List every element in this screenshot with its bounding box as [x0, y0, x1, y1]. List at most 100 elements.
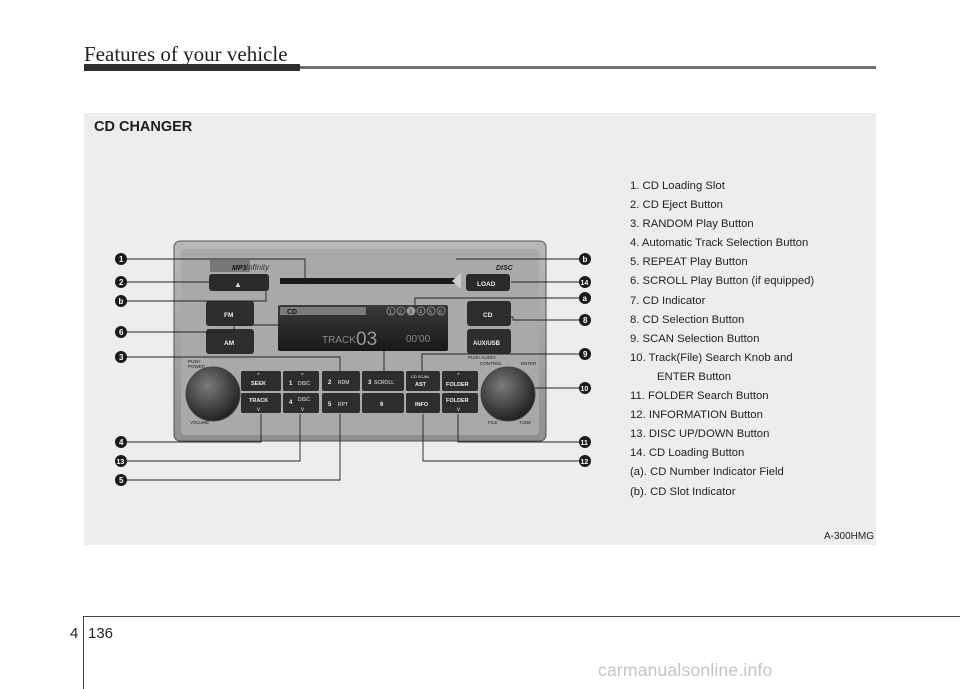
display-screen — [278, 305, 448, 351]
legend-item: 3. RANDOM Play Button — [630, 218, 754, 231]
callout-8 — [579, 314, 591, 326]
am-button[interactable] — [206, 329, 254, 354]
cd-changer-diagram: MP3 Infinity DISC ▲ LOAD FM AM CD AUX/US… — [115, 240, 591, 486]
legend-item: 13. DISC UP/DOWN Button — [630, 428, 770, 441]
fm-button[interactable] — [206, 301, 254, 326]
callout-3 — [115, 351, 127, 363]
info-label: INFO — [415, 402, 429, 408]
svg-text:6: 6 — [119, 328, 124, 337]
preset-6-label: 6 — [380, 402, 384, 408]
cd-loading-slot[interactable] — [280, 278, 456, 284]
legend-item: 14. CD Loading Button — [630, 447, 745, 460]
header-rule — [84, 64, 876, 71]
legend-item: 7. CD Indicator — [630, 294, 706, 307]
callout-10 — [579, 382, 591, 394]
callout-12 — [579, 455, 591, 467]
callout-13 — [115, 455, 127, 467]
power-label: POWER — [188, 364, 206, 369]
brand-logo: Infinity — [246, 263, 270, 272]
aux-usb-label: AUX/USB — [473, 341, 501, 347]
page-number: 136 — [88, 625, 114, 642]
aux-usb-button[interactable] — [467, 329, 511, 354]
callout-6 — [115, 326, 127, 338]
callout-11 — [579, 436, 591, 448]
folder-up-icon: ^ — [457, 373, 460, 379]
folder-up-label: FOLDER — [446, 382, 469, 388]
callouts: 1 2 b 6 3 4 13 5 b 14 a 8 9 — [115, 253, 591, 486]
legend-item: (b). CD Slot Indicator — [630, 485, 736, 498]
scroll-button[interactable] — [362, 371, 404, 391]
legend-item: 1. CD Loading Slot — [630, 180, 725, 192]
legend-item: 8. CD Selection Button — [630, 313, 745, 326]
callout-2 — [115, 276, 127, 288]
svg-text:12: 12 — [581, 459, 589, 466]
cd-eject-button[interactable] — [209, 274, 269, 291]
callout-b-right — [579, 253, 591, 265]
preset-1-label: 1 — [289, 381, 293, 387]
callout-b-left — [115, 295, 127, 307]
display-track-number: 03 — [356, 329, 377, 350]
page-header-title: Features of your vehicle — [84, 42, 288, 66]
folder-down-button[interactable] — [442, 393, 478, 413]
legend-item: (a). CD Number Indicator Field — [630, 466, 784, 479]
svg-text:14: 14 — [581, 280, 589, 287]
info-button[interactable] — [406, 393, 440, 413]
random-button[interactable] — [322, 371, 360, 391]
callout-9 — [579, 348, 591, 360]
track-search-knob[interactable] — [480, 366, 536, 422]
legend-item: 5. REPEAT Play Button — [630, 256, 748, 269]
eject-icon: ▲ — [234, 280, 242, 289]
tune-label: TUNE — [519, 420, 531, 425]
seek-label: SEEK — [251, 381, 266, 387]
legend-item: 9. SCAN Selection Button — [630, 332, 760, 345]
figure-code: A-300HMG — [823, 531, 874, 542]
preset-3-label: 3 — [368, 380, 372, 386]
preset-6-button[interactable] — [362, 393, 404, 413]
svg-text:b: b — [583, 255, 588, 264]
callout-a — [579, 292, 591, 304]
volume-label: VOLUME — [190, 420, 209, 425]
legend-item: 6. SCROLL Play Button (if equipped) — [630, 275, 815, 288]
svg-text:3: 3 — [119, 353, 124, 362]
seek-up-icon: ^ — [257, 373, 260, 379]
disc-down-button[interactable] — [283, 393, 319, 413]
callout-5 — [115, 474, 127, 486]
legend-item: 12. INFORMATION Button — [630, 409, 763, 422]
push-audio-label: PUSH AUDIO — [468, 355, 496, 360]
cd-scan-label: CD SCAN — [411, 374, 429, 379]
svg-text:13: 13 — [117, 459, 125, 466]
seek-button[interactable] — [241, 371, 281, 391]
disc-up-button[interactable] — [283, 371, 319, 391]
power-volume-knob[interactable] — [185, 366, 241, 422]
slot-5: 5 — [429, 310, 432, 316]
svg-text:9: 9 — [583, 350, 588, 359]
callout-1 — [115, 253, 127, 265]
legend-item-continued: ENTER Button — [657, 370, 732, 383]
cd-button-label: CD — [483, 312, 493, 319]
rdm-label: RDM — [338, 380, 349, 386]
slot-2: 2 — [399, 310, 402, 316]
svg-text:a: a — [583, 294, 588, 303]
slot-3: 3 — [409, 310, 412, 316]
disc-down-icon: v — [301, 407, 304, 413]
cd-load-button[interactable] — [466, 274, 510, 291]
fm-label: FM — [224, 312, 233, 319]
radio-unit: MP3 Infinity DISC ▲ LOAD FM AM CD AUX/US… — [173, 240, 547, 442]
repeat-button[interactable] — [322, 393, 360, 413]
svg-text:1: 1 — [119, 255, 124, 264]
figure-panel: CD CHANGER MP3 Infinity — [84, 113, 876, 545]
section-title: CD CHANGER — [94, 119, 193, 135]
cd-selection-button[interactable] — [467, 301, 511, 326]
track-label: TRACK — [249, 398, 268, 404]
folder-up-button[interactable] — [442, 371, 478, 391]
legend-item: 4. Automatic Track Selection Button — [630, 237, 809, 250]
disc-up-icon: ^ — [301, 373, 304, 379]
track-button[interactable] — [241, 393, 281, 413]
svg-text:2: 2 — [119, 278, 124, 287]
preset-5-label: 5 — [328, 402, 332, 408]
load-label: LOAD — [477, 281, 496, 288]
scan-button[interactable] — [406, 371, 440, 391]
disc-badge: DISC — [496, 265, 514, 272]
preset-4-label: 4 — [289, 400, 293, 406]
legend-item: 2. CD Eject Button — [630, 199, 723, 212]
